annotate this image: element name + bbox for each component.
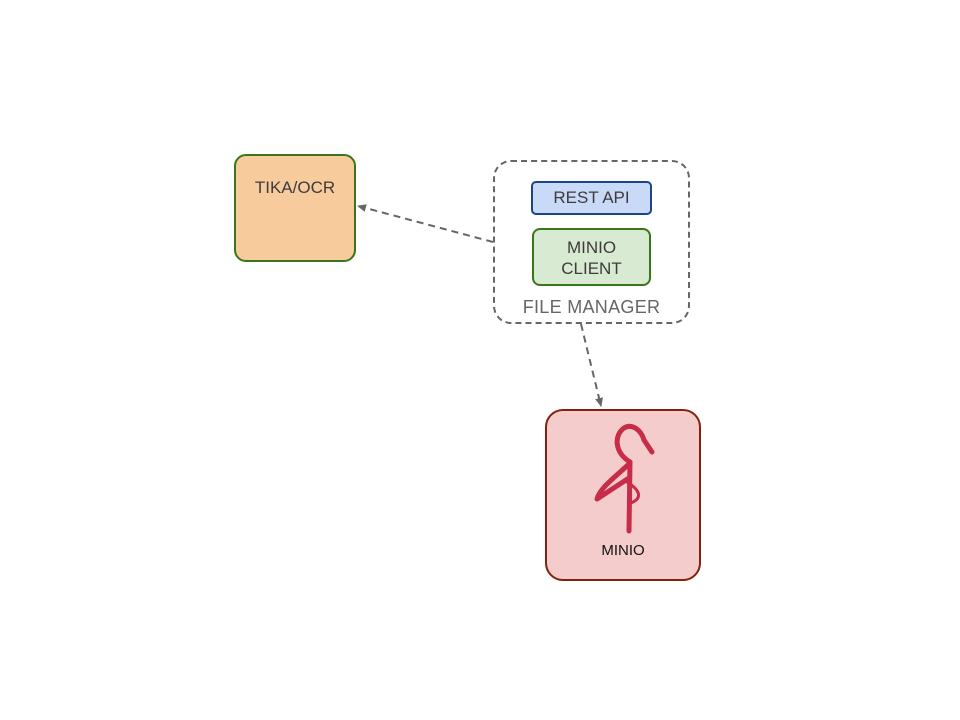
edge-file-manager-to-minio bbox=[580, 323, 603, 407]
minio-client-label-line1: MINIO bbox=[566, 238, 617, 257]
file-manager-label: FILE MANAGER bbox=[522, 297, 661, 317]
minio-label: MINIO bbox=[601, 542, 645, 559]
tika-ocr-node[interactable]: TIKA/OCR bbox=[234, 154, 356, 262]
tika-ocr-label: TIKA/OCR bbox=[254, 178, 336, 197]
minio-client-label-line2: CLIENT bbox=[561, 259, 622, 278]
minio-client-node[interactable]: MINIO CLIENT bbox=[532, 228, 651, 286]
rest-api-label: REST API bbox=[553, 188, 630, 207]
edge-file-manager-to-tika bbox=[357, 204, 494, 243]
file-manager-group[interactable] bbox=[493, 160, 690, 324]
rest-api-node[interactable]: REST API bbox=[531, 181, 652, 215]
